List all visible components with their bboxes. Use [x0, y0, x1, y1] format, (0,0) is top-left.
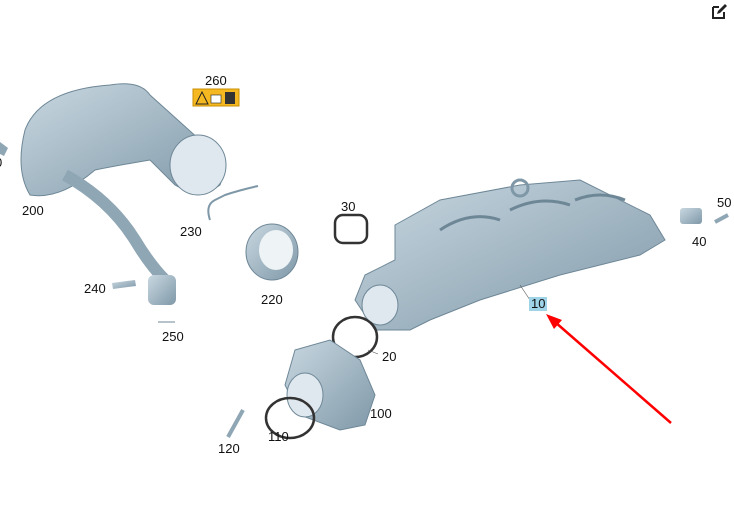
part-240-clip[interactable]	[112, 280, 136, 289]
part-220-clamp[interactable]	[245, 223, 299, 281]
label-cut-off[interactable]: 0	[0, 156, 2, 170]
label-230[interactable]: 230	[180, 224, 202, 239]
label-120[interactable]: 120	[218, 441, 240, 456]
part-120-bolt[interactable]	[226, 409, 245, 438]
label-20[interactable]: 20	[382, 349, 397, 364]
part-210-fragment	[0, 142, 8, 156]
part-230-wire[interactable]	[207, 185, 259, 221]
leader-lines	[367, 284, 531, 355]
label-30[interactable]: 30	[341, 199, 356, 214]
part-50-bolt[interactable]	[714, 213, 729, 224]
edit-icon[interactable]	[710, 3, 728, 21]
part-260-warning-label[interactable]	[192, 88, 240, 107]
part-30-gasket[interactable]	[333, 213, 369, 245]
label-250[interactable]: 250	[162, 329, 184, 344]
label-40[interactable]: 40	[692, 234, 707, 249]
part-200-air-duct[interactable]	[20, 83, 227, 305]
pointer-arrow	[546, 314, 672, 424]
label-200[interactable]: 200	[22, 203, 44, 218]
label-10-highlighted[interactable]: 10	[529, 296, 548, 311]
label-50[interactable]: 50	[717, 195, 732, 210]
label-240[interactable]: 240	[84, 281, 106, 296]
label-220[interactable]: 220	[261, 292, 283, 307]
label-110[interactable]: 110	[268, 429, 289, 444]
part-100-throttle-body[interactable]	[284, 339, 376, 431]
part-110-oring[interactable]	[264, 396, 316, 440]
part-10-intake-manifold[interactable]	[354, 178, 666, 331]
label-100[interactable]: 100	[370, 406, 392, 421]
part-40-sensor[interactable]	[680, 208, 702, 224]
label-260[interactable]: 260	[205, 73, 227, 88]
